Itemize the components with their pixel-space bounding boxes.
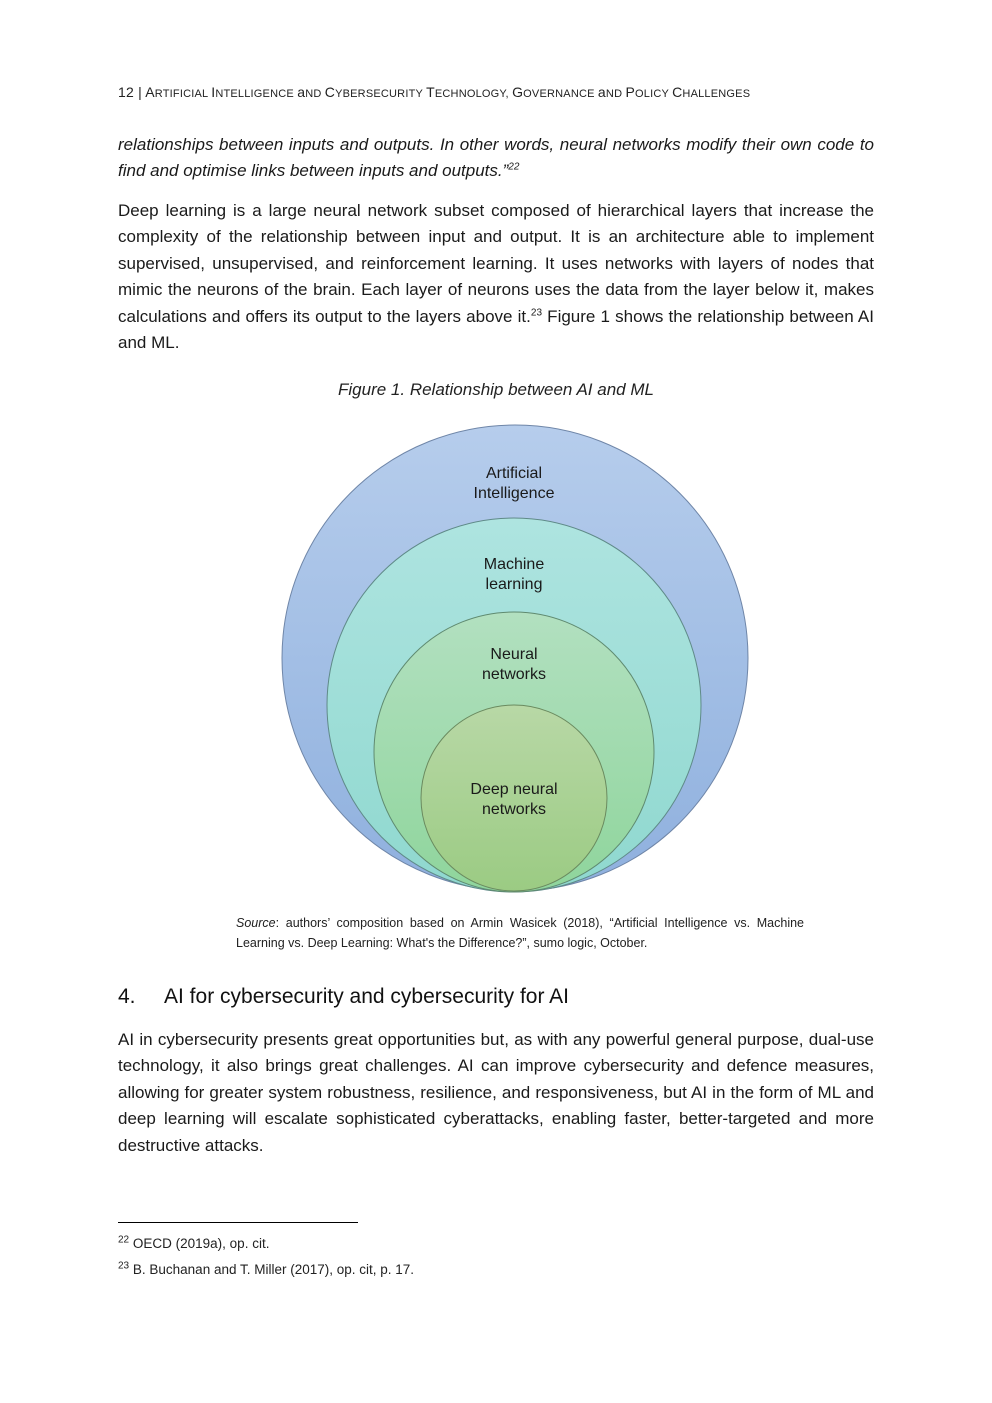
header-separator: | [138,84,142,100]
source-text: : authors’ composition based on Armin Wa… [236,916,804,950]
footnote-ref-23[interactable]: 23 [530,306,543,318]
section-heading: 4. AI for cybersecurity and cybersecurity… [118,985,569,1009]
label-nn-line1: Neural [490,646,537,663]
footnote-number: 22 [118,1234,130,1246]
section-number: 4. [118,985,136,1008]
label-ml-line1: Machine [484,556,545,573]
section-title: AI for cybersecurity and cybersecurity f… [164,985,569,1008]
label-ai-line2: Intelligence [474,485,555,502]
page-number: 12 [118,84,134,100]
deep-learning-paragraph: Deep learning is a large neural network … [118,198,874,356]
label-nn-line2: networks [482,666,546,683]
deep-learning-text-end: Figure 1 shows the relationship between … [118,306,874,353]
quote-text: relationships between inputs and outputs… [118,135,874,181]
footnote-rule [118,1222,358,1223]
circle-machine-learning [326,517,702,893]
footnote-ref-22[interactable]: 22 [508,161,520,173]
section-paragraph: AI in cybersecurity presents great oppor… [118,1030,874,1155]
circle-neural-networks [373,611,655,893]
circle-artificial-intelligence [281,424,749,892]
footnote-text: B. Buchanan and T. Miller (2017), op. ci… [132,1262,415,1277]
footnote-22: 22 OECD (2019a), op. cit. [118,1234,270,1251]
deep-learning-text: Deep learning is a large neural network … [118,201,874,326]
quote-paragraph: relationships between inputs and outputs… [118,132,874,185]
footnote-23: 23 B. Buchanan and T. Miller (2017), op.… [118,1260,415,1277]
figure-source: Source: authors’ composition based on Ar… [236,913,804,953]
circle-deep-neural-networks [420,704,608,892]
header-title: ARTIFICIAL INTELLIGENCE aND CYBERSECURIT… [145,84,751,100]
label-dnn-line2: networks [482,801,546,818]
source-label: Source [236,916,276,930]
label-ml-line2: learning [486,576,543,593]
running-header: 12 | ARTIFICIAL INTELLIGENCE aND CYBERSE… [118,84,750,100]
footnote-number: 23 [118,1260,130,1272]
footnote-text: OECD (2019a), op. cit. [132,1236,270,1251]
label-ai-line1: Artificial [486,465,542,482]
figure-title: Figure 1. Relationship between AI and ML [338,380,654,399]
label-dnn-line1: Deep neural [470,781,557,798]
